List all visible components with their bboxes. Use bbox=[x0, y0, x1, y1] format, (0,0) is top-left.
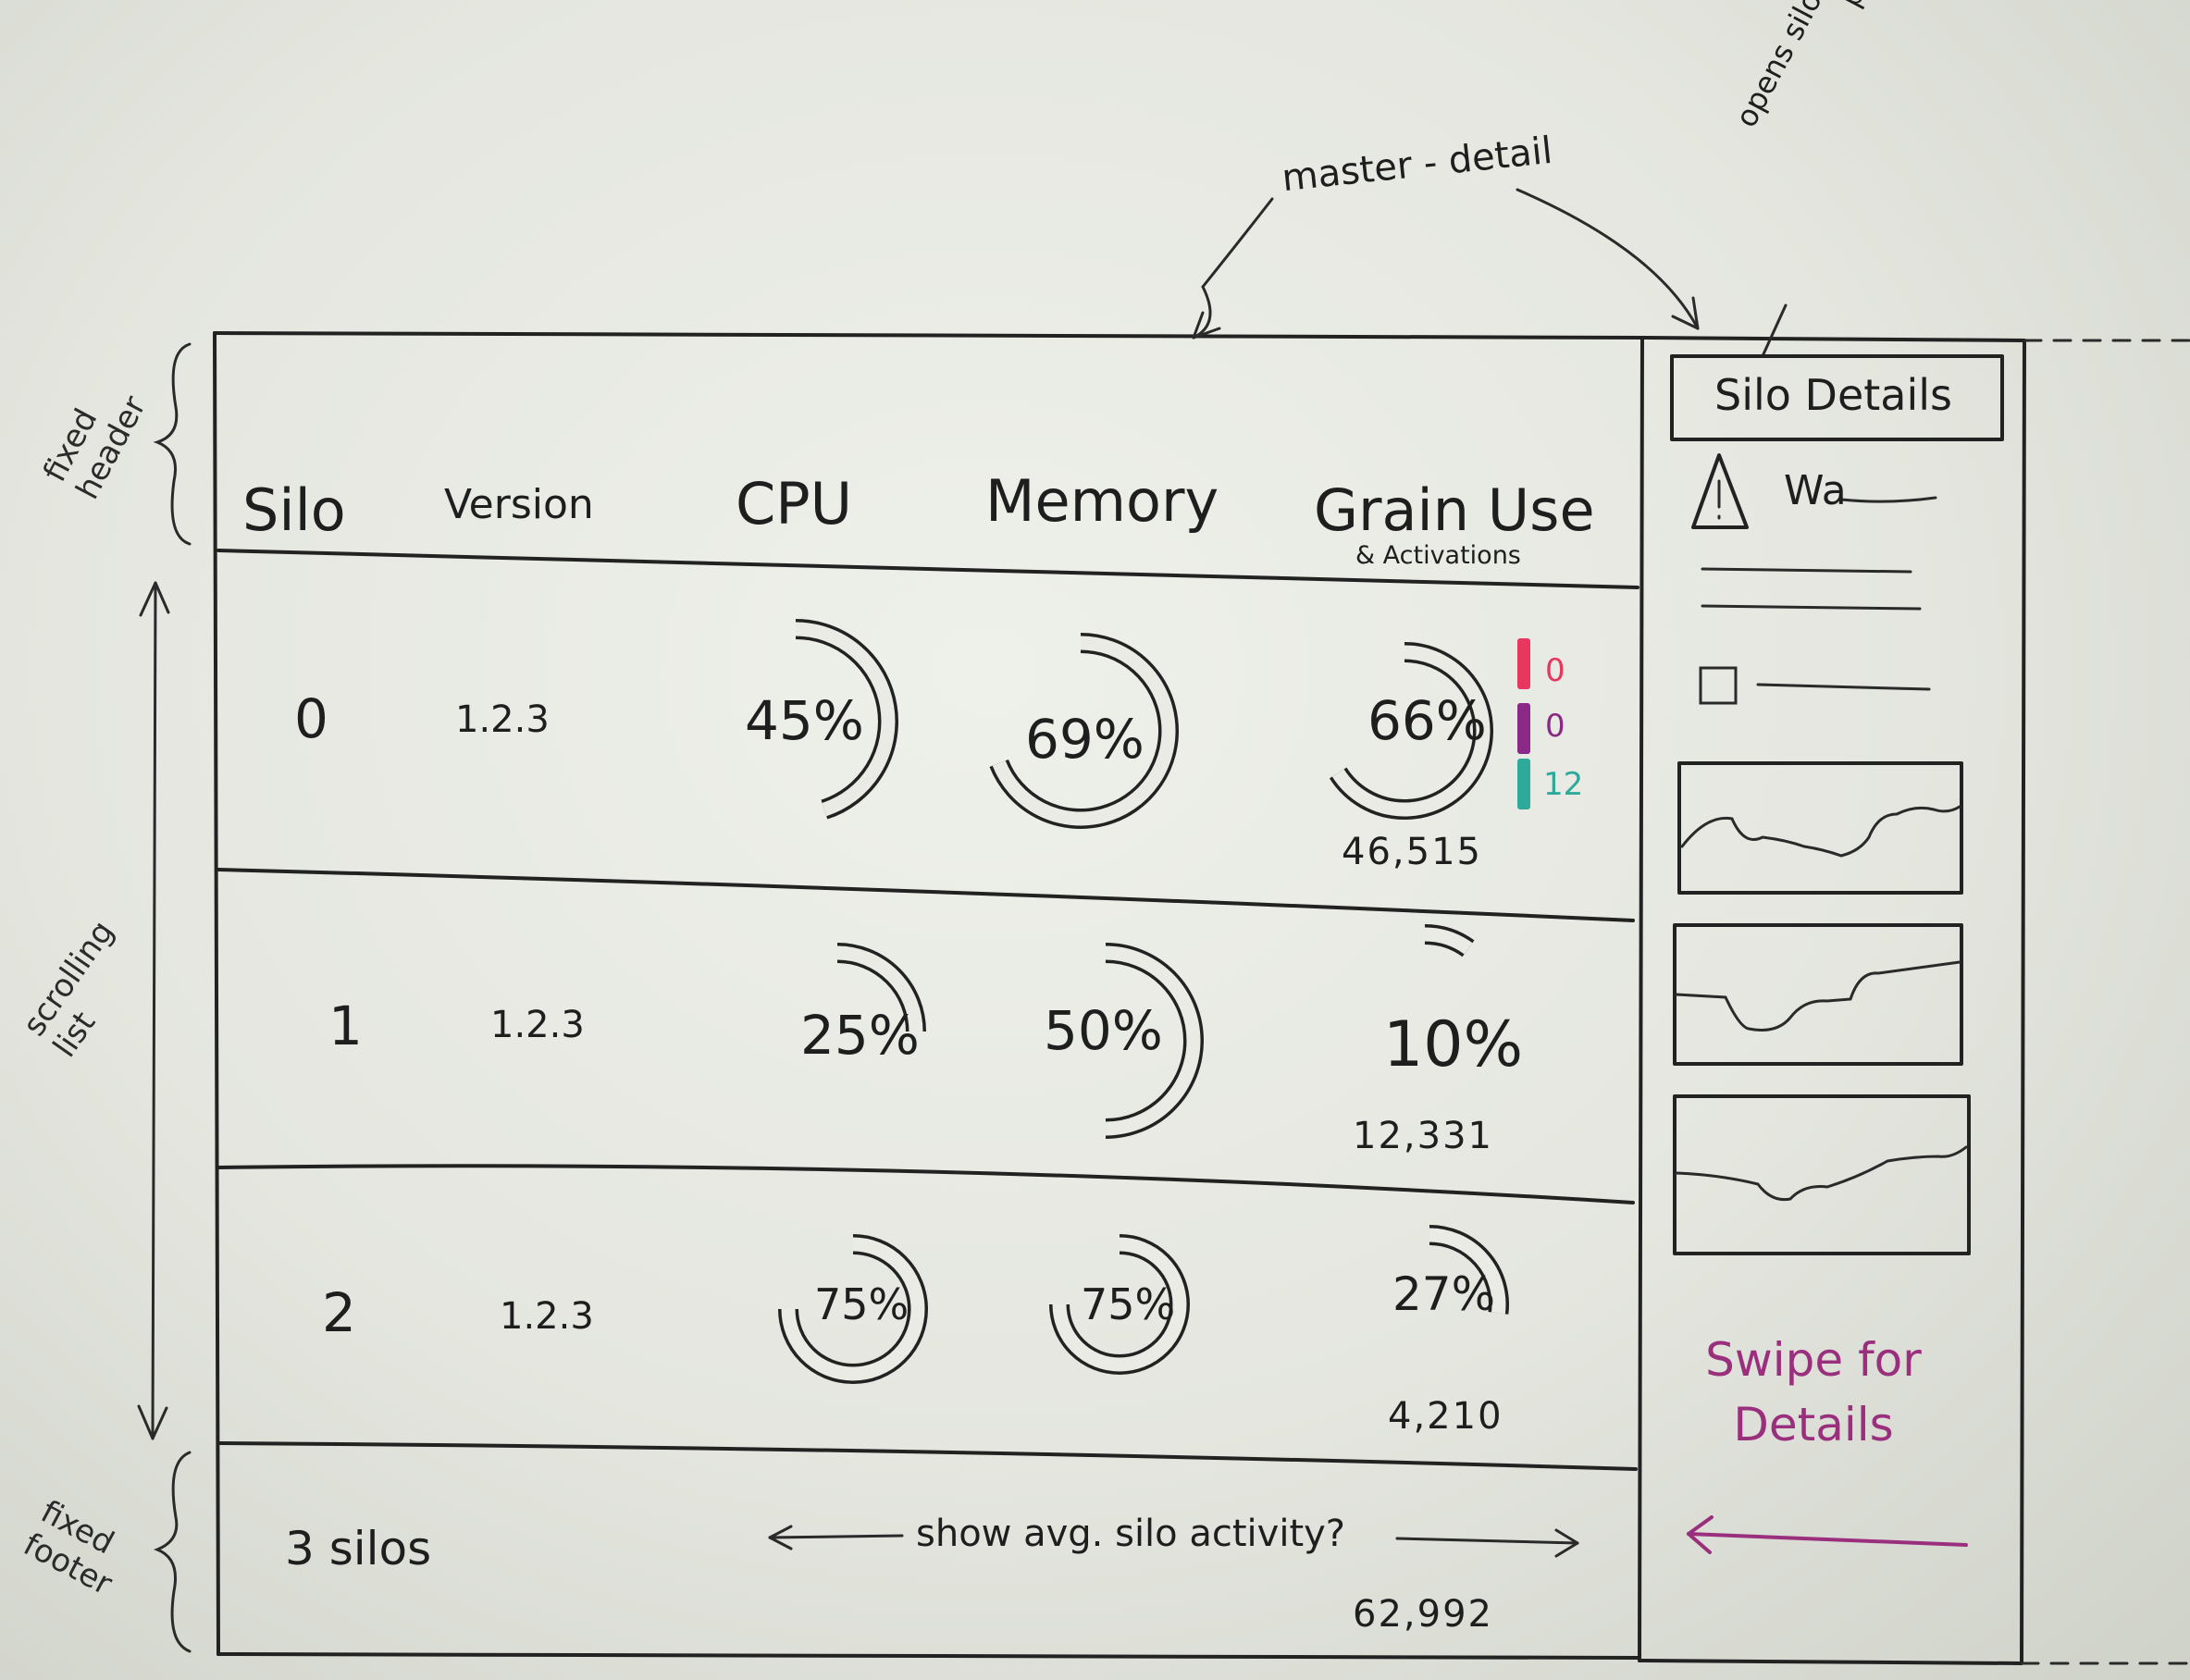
column-header-memory: Memory bbox=[985, 467, 1219, 535]
silo-version: 1.2.3 bbox=[500, 1295, 594, 1338]
detail-line-2 bbox=[1701, 604, 1922, 611]
master-detail-arrow-right bbox=[1516, 188, 1700, 330]
status-badge-bar bbox=[1517, 703, 1530, 754]
footer-divider bbox=[217, 1441, 1638, 1471]
grain-gauge-arc-fill bbox=[1331, 645, 1491, 817]
row-divider-0 bbox=[217, 868, 1635, 922]
grain-gauge-arc-fill bbox=[1429, 1228, 1506, 1315]
sparkline-frame-1 bbox=[1677, 761, 1963, 895]
detail-panel-frame bbox=[1638, 336, 2026, 1665]
column-header-grain-use: Grain Use bbox=[1314, 476, 1595, 544]
status-badge: 0 bbox=[1545, 708, 1565, 745]
silo-version: 1.2.3 bbox=[455, 698, 550, 741]
silo-version: 1.2.3 bbox=[490, 1004, 585, 1046]
warning-text-scribble bbox=[1839, 496, 1937, 503]
column-header-cpu: CPU bbox=[736, 470, 853, 537]
silo-id: 1 bbox=[328, 994, 363, 1057]
footer-total-activations: 62,992 bbox=[1353, 1593, 1493, 1636]
scrolling-arrow-bottom bbox=[137, 1404, 168, 1440]
row-divider-1 bbox=[217, 1164, 1635, 1204]
sparkline-3 bbox=[1675, 1145, 1968, 1202]
status-badge-bar bbox=[1517, 638, 1530, 689]
scrolling-arrow-top bbox=[139, 581, 170, 617]
cpu-gauge-arc-fill bbox=[781, 1237, 925, 1381]
memory-percent: 75% bbox=[1081, 1279, 1176, 1329]
opens-pointer bbox=[1761, 303, 1788, 358]
footer-silo-count: 3 silos bbox=[285, 1522, 432, 1575]
cpu-gauge-arc-fill bbox=[836, 945, 923, 1032]
swipe-arrow-head bbox=[1687, 1515, 1714, 1554]
memory-percent: 50% bbox=[1044, 999, 1163, 1062]
brace-fixed-header bbox=[153, 342, 192, 546]
detail-line-3 bbox=[1756, 683, 1931, 691]
activations-count: 46,515 bbox=[1342, 831, 1482, 873]
footer-arrow-right-line bbox=[1395, 1537, 1579, 1545]
sparkline-frame-2 bbox=[1673, 923, 1963, 1066]
grain-percent: 66% bbox=[1367, 689, 1487, 752]
footer-arrow-left-line bbox=[768, 1534, 904, 1539]
silo-details-button-frame bbox=[1670, 354, 2004, 441]
column-header-silo: Silo bbox=[242, 476, 346, 544]
silo-id: 2 bbox=[322, 1281, 356, 1344]
gauge-layer bbox=[778, 619, 1509, 1384]
grain-percent: 10% bbox=[1383, 1008, 1524, 1081]
detail-line-1 bbox=[1701, 567, 1912, 574]
cpu-percent: 25% bbox=[800, 1004, 920, 1067]
cpu-percent: 45% bbox=[745, 689, 864, 752]
sparkline-1 bbox=[1680, 805, 1961, 858]
grain-gauge-arc-fill bbox=[1424, 927, 1473, 955]
activations-count: 12,331 bbox=[1353, 1115, 1493, 1157]
memory-percent: 69% bbox=[1025, 708, 1144, 771]
memory-gauge-arc-fill bbox=[992, 636, 1176, 826]
grain-percent: 27% bbox=[1392, 1267, 1496, 1321]
cpu-gauge-arc-fill bbox=[795, 622, 896, 817]
sparkline-2 bbox=[1675, 960, 1961, 1031]
memory-gauge-arc-fill bbox=[1105, 945, 1201, 1136]
scrolling-arrow-line bbox=[151, 581, 157, 1440]
master-frame-left bbox=[213, 331, 220, 1656]
memory-gauge-arc-fill bbox=[1052, 1237, 1187, 1372]
activations-count: 4,210 bbox=[1388, 1395, 1503, 1438]
arrowhead-left bbox=[1192, 311, 1221, 340]
silo-id: 0 bbox=[294, 687, 328, 750]
header-divider bbox=[217, 549, 1639, 589]
warning-icon bbox=[1691, 453, 1749, 529]
sparkline-frame-3 bbox=[1673, 1094, 1971, 1255]
status-badge: 0 bbox=[1545, 652, 1565, 689]
brace-fixed-footer bbox=[153, 1451, 192, 1653]
arrowhead-right bbox=[1671, 296, 1700, 330]
master-frame-bottom bbox=[217, 1652, 1641, 1660]
silo-details-button[interactable]: Silo Details bbox=[1714, 370, 1952, 420]
column-header-version: Version bbox=[444, 481, 594, 528]
footer-arrow-right-head bbox=[1554, 1528, 1579, 1558]
detail-checkbox bbox=[1699, 666, 1738, 705]
footer-activity-note: show avg. silo activity? bbox=[916, 1513, 1346, 1555]
status-badge: 12 bbox=[1543, 766, 1584, 803]
swipe-hint[interactable]: Swipe for Details bbox=[1705, 1333, 1922, 1451]
warning-label: Wa bbox=[1784, 467, 1847, 514]
master-detail-arrow-left bbox=[1192, 197, 1274, 340]
swipe-arrow-line bbox=[1687, 1532, 1968, 1547]
column-subheader-activations: & Activations bbox=[1355, 541, 1521, 570]
footer-arrow-left-head bbox=[768, 1525, 793, 1550]
status-badge-bar bbox=[1517, 759, 1530, 809]
cpu-percent: 75% bbox=[814, 1279, 909, 1329]
